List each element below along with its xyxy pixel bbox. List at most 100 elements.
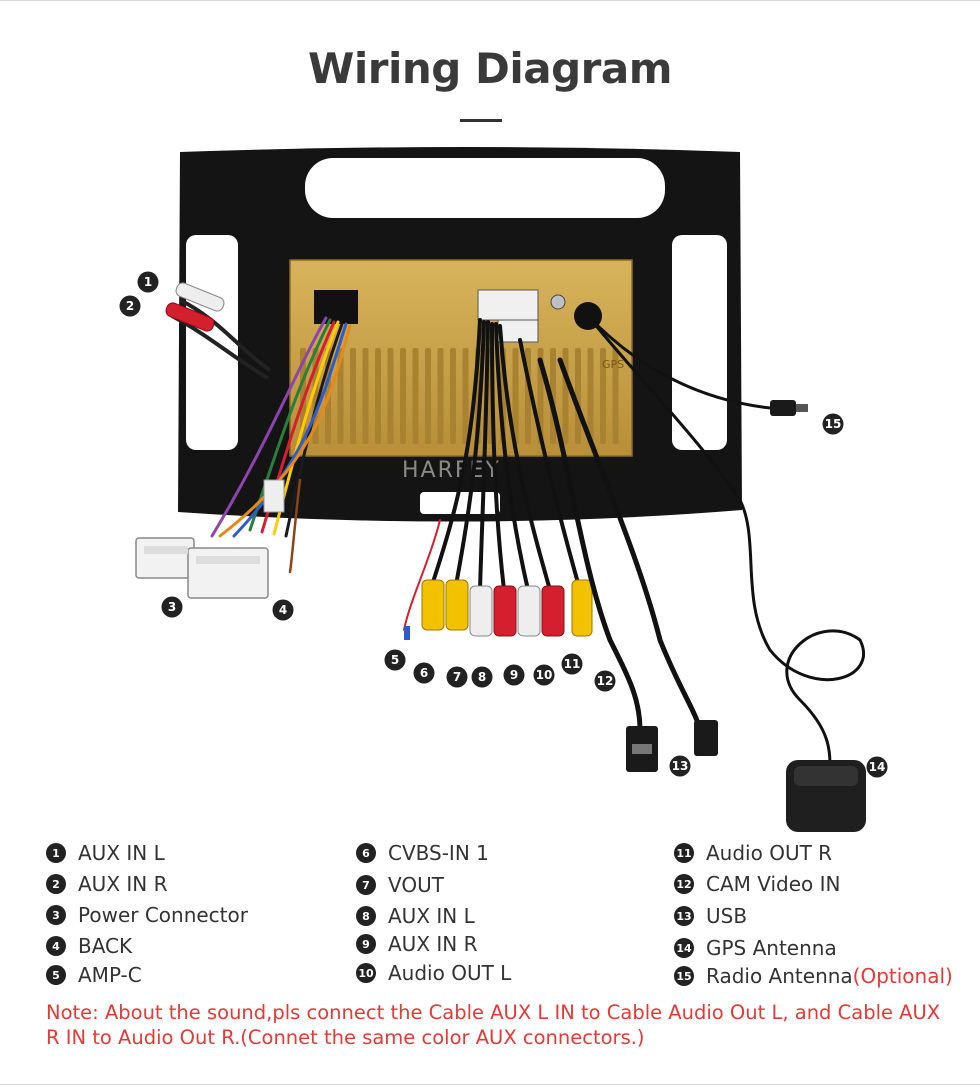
page-title: Wiring Diagram: [308, 44, 672, 93]
vent-slot: [350, 348, 356, 444]
callout-marker-circle: [594, 670, 616, 692]
callout-marker-circle: [119, 295, 141, 317]
legend-item: 5 AMP-C: [46, 963, 142, 987]
legend-label: VOUT: [388, 873, 444, 897]
legend-label: BACK: [78, 934, 133, 958]
power-connector: [135, 537, 269, 599]
radio-antenna: [586, 314, 808, 416]
vent-slot: [425, 348, 431, 444]
callout-marker-circle: [533, 664, 555, 686]
callout-marker-circle: [822, 413, 844, 435]
callout-marker-7: 7: [446, 666, 468, 688]
callout-marker-number: 2: [126, 299, 134, 313]
legend-number-badge: 6: [356, 843, 376, 863]
callout-marker-number: 7: [453, 670, 461, 684]
vent-slot: [337, 348, 344, 444]
callout-marker-circle: [561, 653, 583, 675]
vent-slot: [375, 348, 381, 444]
legend-label: Audio OUT R: [706, 841, 833, 865]
callout-marker-circle: [272, 599, 294, 621]
callout-marker-number: 5: [391, 653, 399, 667]
rca-plugs: [404, 579, 593, 640]
vent-slot: [412, 348, 419, 444]
legend-number-badge: 1: [46, 843, 66, 863]
vent-slot: [600, 348, 606, 444]
callout-marker-3: 3: [161, 596, 183, 618]
legend-number-badge: 8: [356, 906, 376, 926]
usb-connectors: [626, 720, 718, 772]
legend-number-badge: 15: [674, 966, 694, 986]
vent-slot: [462, 348, 469, 444]
title-underline: [460, 119, 502, 122]
legend-item: 11 Audio OUT R: [674, 841, 832, 865]
wiring-diagram-illustration: GPS HARFEY: [0, 140, 980, 840]
callout-marker-circle: [471, 666, 493, 688]
gps-antenna: [586, 315, 866, 832]
callout-marker-number: 4: [279, 603, 287, 617]
legend-number-badge: 10: [356, 963, 376, 983]
vent-slot: [587, 348, 594, 444]
legend-item: 8 AUX IN L: [356, 904, 475, 928]
vent-slot: [437, 348, 444, 444]
legend-number-badge: 2: [46, 874, 66, 894]
callout-marker-number: 13: [672, 759, 689, 773]
callout-marker-circle: [503, 664, 525, 686]
legend-label: Audio OUT L: [388, 961, 512, 985]
callout-marker-circle: [669, 755, 691, 777]
chassis-vents: [300, 348, 619, 444]
callout-marker-6: 6: [413, 662, 435, 684]
vent-slot: [512, 348, 519, 444]
vent-slot: [575, 348, 581, 444]
legend-item: 2 AUX IN R: [46, 872, 168, 896]
vent-slot: [387, 348, 394, 444]
legend-label: Radio Antenna: [706, 964, 853, 988]
bottom-divider: [0, 1084, 980, 1085]
callout-marker-number: 8: [478, 670, 486, 684]
callout-marker-12: 12: [594, 670, 616, 692]
legend-label: AMP-C: [78, 963, 142, 987]
callout-marker-2: 2: [119, 295, 141, 317]
callout-marker-circle: [137, 271, 159, 293]
rca-cable-bundle: [403, 318, 582, 631]
callout-marker-number: 14: [869, 760, 886, 774]
usb-cables: [537, 357, 703, 733]
callout-marker-circle: [161, 596, 183, 618]
callout-marker-15: 15: [822, 413, 844, 435]
aux-in-plugs-left: [165, 282, 272, 380]
sound-connection-note: Note: About the sound,pls connect the Ca…: [46, 1001, 941, 1049]
vent-slot: [400, 348, 406, 444]
legend-number-badge: 12: [674, 874, 694, 894]
vent-slot: [362, 348, 369, 444]
callout-marker-circle: [446, 666, 468, 688]
legend-label: AUX IN R: [388, 932, 478, 956]
callout-marker-8: 8: [471, 666, 493, 688]
legend-item: 12 CAM Video IN: [674, 872, 841, 896]
legend-number-badge: 11: [674, 843, 694, 863]
diagram-svg: GPS HARFEY: [119, 147, 888, 832]
legend-label: AUX IN L: [388, 904, 475, 928]
legend-label: CVBS-IN 1: [388, 841, 489, 865]
top-divider: [0, 0, 980, 1]
legend-label: USB: [706, 904, 748, 928]
legend-label: AUX IN R: [78, 872, 168, 896]
callout-marker-number: 11: [564, 657, 581, 671]
legend-label: CAM Video IN: [706, 872, 841, 896]
callout-marker-number: 15: [825, 417, 842, 431]
callout-marker-10: 10: [533, 664, 555, 686]
legend-number-badge: 5: [46, 965, 66, 985]
callout-marker-circle: [413, 662, 435, 684]
legend-item: 15 Radio Antenna(Optional): [674, 964, 953, 988]
optional-tag: (Optional): [852, 964, 953, 988]
power-harness: [210, 316, 352, 574]
callout-marker-9: 9: [503, 664, 525, 686]
legend-item: 1 AUX IN L: [46, 841, 165, 865]
legend-label: AUX IN L: [78, 841, 165, 865]
callout-marker-number: 3: [168, 600, 176, 614]
